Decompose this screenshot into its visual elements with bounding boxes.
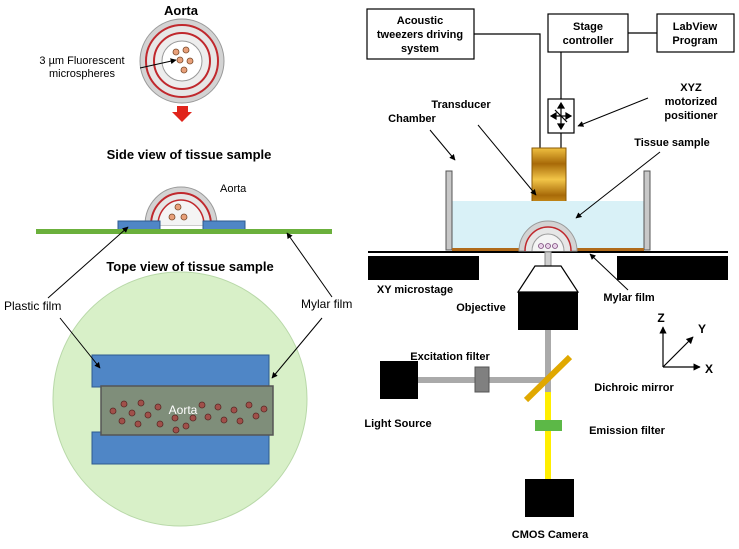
tissue-sample-label: Tissue sample (634, 137, 710, 149)
axis-y-label: Y (698, 322, 706, 336)
emission-filter (535, 420, 562, 431)
labview-line2: Program (672, 35, 717, 47)
mylar-film-right-label: Mylar film (603, 292, 655, 304)
side-view-title: Side view of tissue sample (107, 147, 272, 162)
stage-line1: Stage (573, 21, 603, 33)
light-source-label: Light Source (364, 418, 431, 430)
top-plastic-film-upper (91, 354, 270, 388)
plastic-film-label: Plastic film (4, 299, 61, 313)
emission-filter-label: Emission filter (589, 425, 666, 437)
objective-label: Objective (456, 302, 506, 314)
transducer-pointer (477, 124, 537, 196)
control-boxes: Acoustic tweezers driving system Stage c… (366, 8, 735, 148)
cmos-camera-label: CMOS Camera (512, 529, 589, 541)
chamber-tissue-sample: Tissue sample (518, 137, 710, 252)
transducer-label: Transducer (431, 99, 491, 111)
chamber-pointer (429, 129, 456, 161)
objective-nose (544, 251, 552, 267)
cmos-camera (525, 479, 574, 517)
side-aorta-label: Aorta (220, 183, 247, 195)
transducer-assembly: Transducer (431, 99, 567, 212)
tweezers-line1: Acoustic (397, 15, 443, 27)
tweezers-driving-box (366, 8, 475, 60)
chamber-label: Chamber (388, 113, 436, 125)
tweezers-line3: system (401, 43, 439, 55)
optical-path: Objective Mylar film Excitation filter D… (364, 251, 674, 541)
chamber-wall-right (643, 170, 651, 251)
excitation-filter-label: Excitation filter (410, 351, 490, 363)
beam-yellow-lower (545, 392, 551, 484)
xyz-line3: positioner (664, 110, 718, 122)
microspheres-label-line1: 3 µm Fluorescent (39, 55, 124, 67)
top-microspheres (109, 399, 268, 434)
stage-controller-box (547, 13, 629, 53)
plastic-side-pointer (47, 226, 129, 299)
plastic-top-pointer (59, 317, 101, 369)
xyz-line2: motorized (665, 96, 718, 108)
chamber-wall-left (445, 170, 453, 251)
xy-microstage: XY microstage (368, 256, 728, 296)
xyz-axes: Z Y X (657, 311, 713, 376)
side-microspheres (168, 203, 188, 221)
microspheres-pointer (139, 58, 177, 69)
microstage-right-block (617, 256, 728, 280)
xyz-line1: XYZ (680, 82, 702, 94)
top-aorta-label: Aorta (169, 403, 198, 417)
objective-body (518, 292, 578, 330)
microspheres-cluster (172, 46, 194, 74)
xyz-positioner: XYZ motorized positioner (547, 82, 718, 148)
transducer-body (531, 147, 567, 212)
aorta-cross-section: Aorta 3 µm Fluorescent microspheres (39, 3, 225, 122)
beam-grey-upper (545, 330, 551, 392)
mylar-right-pointer (589, 253, 629, 291)
mylar-side-pointer (286, 232, 333, 298)
tissue-sample-pointer (575, 151, 661, 219)
top-view: Tope view of tissue sample Aorta Plastic… (4, 226, 352, 527)
tweezers-line2: tweezers driving (377, 29, 463, 41)
chamber-microspheres (538, 243, 558, 249)
microstage-left-block (368, 256, 479, 280)
axis-y-line (662, 336, 694, 368)
top-plastic-film-lower (91, 431, 270, 465)
move-arrows-icon (549, 101, 573, 131)
side-plastic-film-left (117, 220, 161, 231)
aorta-title: Aorta (164, 3, 199, 18)
stage-line2: controller (563, 35, 614, 47)
side-mylar-film (36, 229, 332, 234)
dichroic-mirror (523, 354, 573, 403)
microspheres-label-line2: microspheres (49, 68, 116, 80)
mylar-film-left-label: Mylar film (301, 297, 352, 311)
labview-line1: LabView (673, 21, 718, 33)
red-down-arrow (172, 106, 192, 122)
objective-cone (516, 265, 580, 293)
top-view-title: Tope view of tissue sample (106, 259, 273, 274)
axis-z-label: Z (657, 311, 664, 325)
side-view: Side view of tissue sample Aorta (36, 147, 332, 234)
xyz-pointer (577, 97, 649, 127)
tweezers-cable (474, 33, 541, 148)
xy-microstage-label: XY microstage (377, 284, 453, 296)
side-plastic-film-right (202, 220, 246, 231)
axis-x-label: X (705, 362, 713, 376)
excitation-filter (474, 366, 490, 393)
dichroic-mirror-label: Dichroic mirror (594, 382, 674, 394)
light-source (380, 361, 418, 399)
mylar-top-pointer (271, 317, 323, 379)
